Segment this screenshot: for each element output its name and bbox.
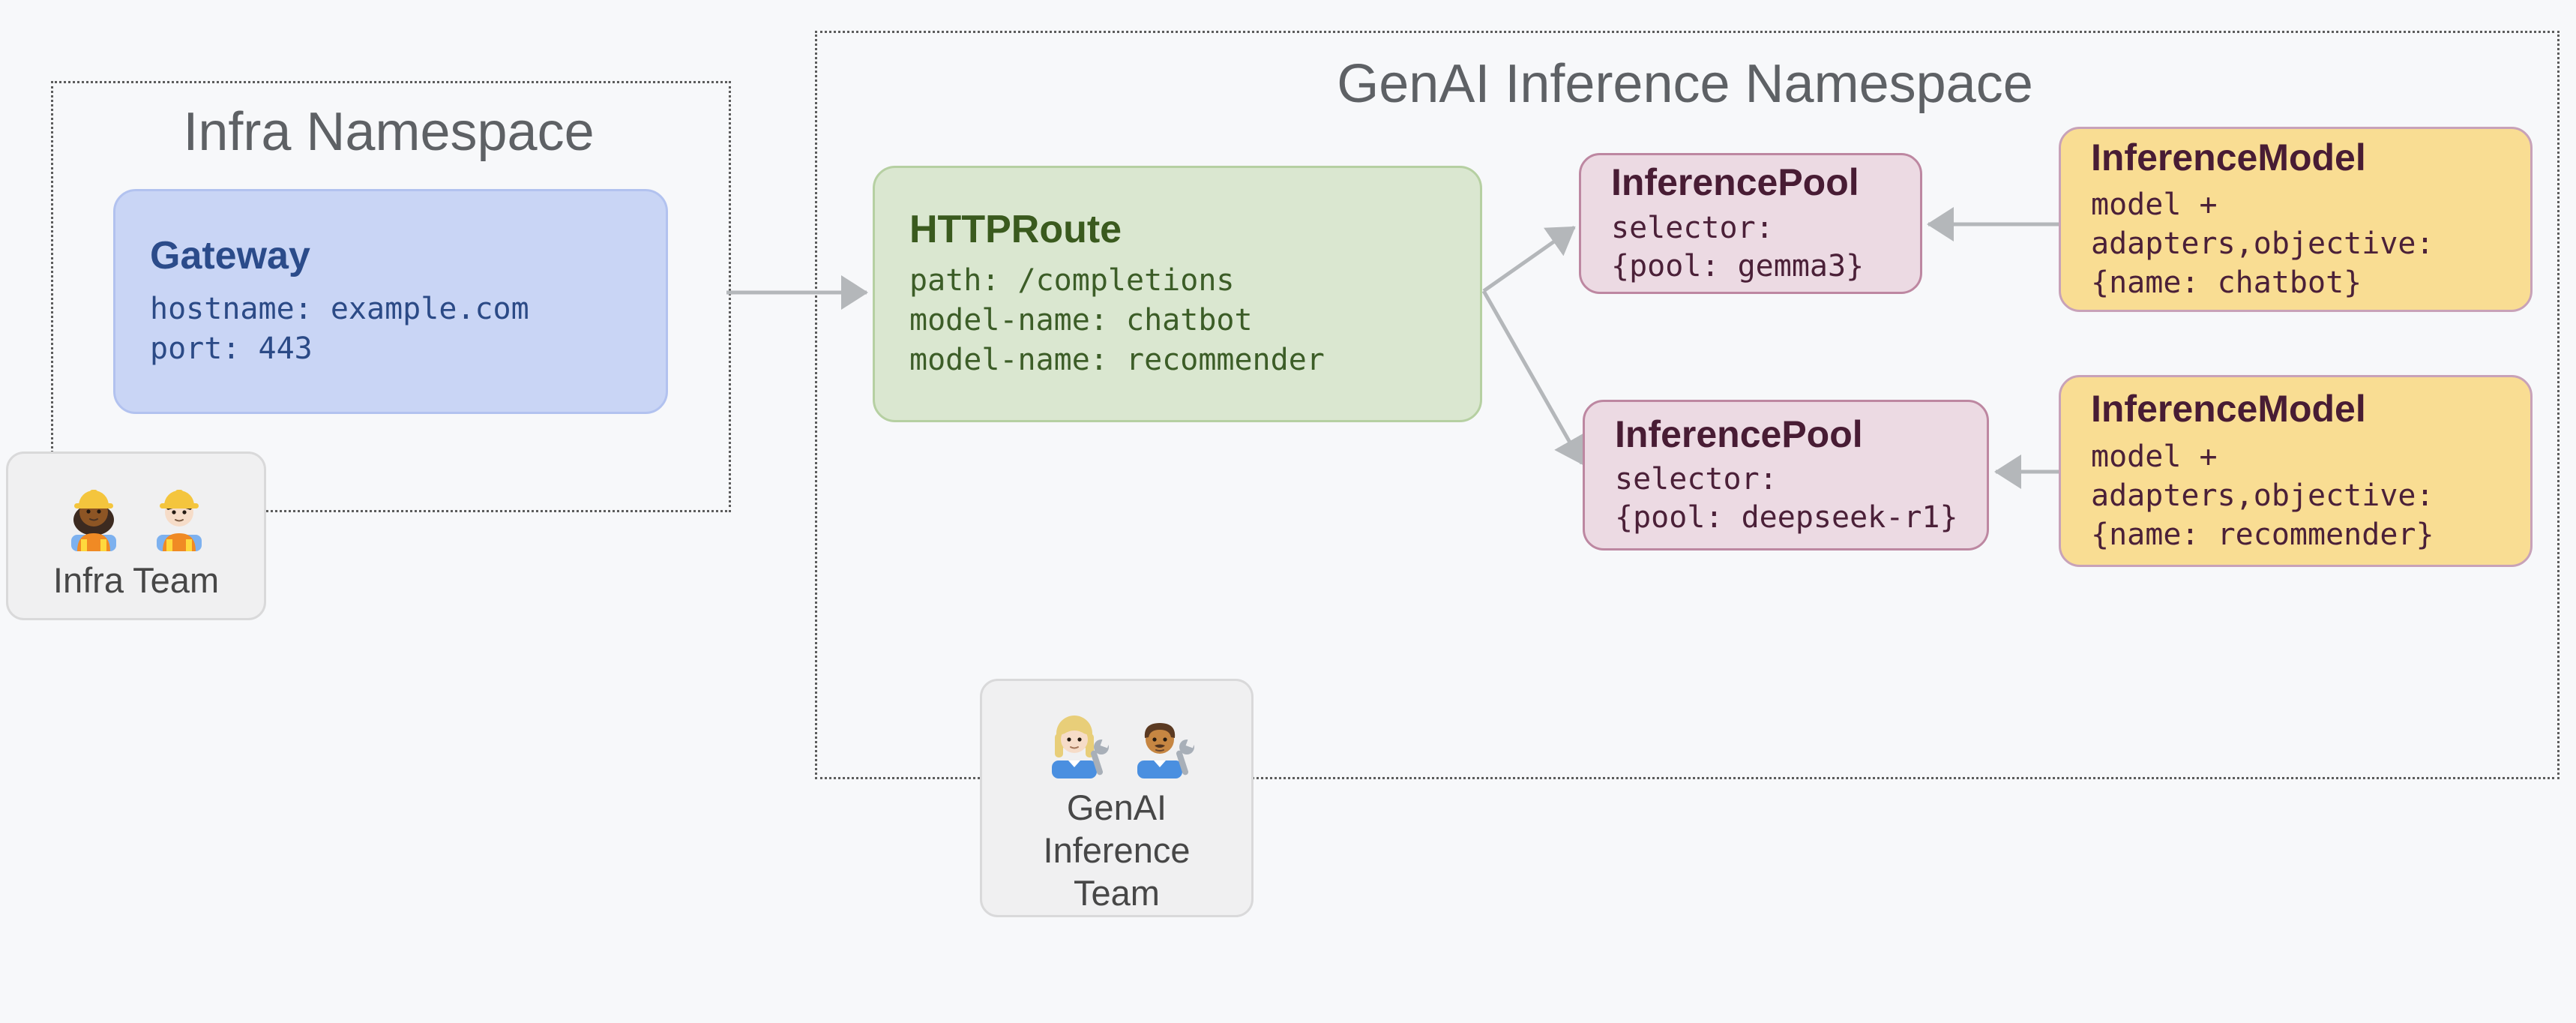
- model-line-3: {name: chatbot}: [2091, 266, 2362, 301]
- genai-team-label-line2: Inference: [1043, 830, 1191, 870]
- infra-team-label: Infra Team: [52, 560, 220, 600]
- arrow-httproute-to-pool-gemma3: [1482, 225, 1576, 293]
- model-line-1: model +: [2091, 188, 2218, 223]
- model-line-3: {name: recommender}: [2091, 517, 2434, 552]
- genai-team-label-line1: GenAI: [1066, 788, 1167, 827]
- httproute-path: path: /completions: [909, 263, 1235, 298]
- gateway-hostname: hostname: example.com: [150, 291, 529, 326]
- inference-model-title: InferenceModel: [2091, 136, 2366, 178]
- httproute-title: HTTPRoute: [909, 207, 1122, 251]
- genai-namespace-box: [815, 31, 2560, 779]
- gateway-node: Gateway hostname: example.com port: 443: [113, 189, 668, 414]
- genai-team-card: GenAI Inference Team: [980, 679, 1254, 917]
- httproute-node: HTTPRoute path: /completions model-name:…: [873, 166, 1482, 422]
- man-mechanic-icon: [1137, 723, 1195, 778]
- infra-namespace-box: [51, 81, 731, 512]
- inference-pool-deepseek-node: InferencePool selector: {pool: deepseek-…: [1583, 400, 1989, 550]
- inference-pool-title: InferencePool: [1611, 161, 1859, 204]
- infra-namespace-title: Infra Namespace: [183, 102, 595, 162]
- pool-selector-value: {pool: deepseek-r1}: [1615, 500, 1958, 536]
- httproute-model-chatbot: model-name: chatbot: [909, 303, 1253, 338]
- infra-team-card: Infra Team: [6, 452, 266, 620]
- wrench-icon: [1176, 738, 1195, 776]
- man-construction-worker-icon: [156, 490, 202, 551]
- httproute-model-recommender: model-name: recommender: [909, 343, 1325, 378]
- gateway-title: Gateway: [150, 234, 310, 278]
- model-line-2: adapters,objective:: [2091, 478, 2434, 513]
- genai-team-label-line3: Team: [1074, 873, 1160, 913]
- pool-selector-label: selector:: [1615, 462, 1778, 497]
- woman-mechanic-icon: [1051, 716, 1110, 778]
- wrench-icon: [1090, 738, 1110, 776]
- inference-pool-gemma3-node: InferencePool selector: {pool: gemma3}: [1579, 153, 1922, 294]
- pool-selector-value: {pool: gemma3}: [1611, 248, 1865, 284]
- genai-namespace-title: GenAI Inference Namespace: [1337, 54, 2033, 114]
- model-line-1: model +: [2091, 439, 2218, 474]
- inference-model-recommender-node: InferenceModel model + adapters,objectiv…: [2059, 375, 2533, 567]
- inference-model-title: InferenceModel: [2091, 388, 2366, 430]
- inference-pool-title: InferencePool: [1615, 412, 1863, 455]
- gateway-port: port: 443: [150, 331, 313, 366]
- pool-selector-label: selector:: [1611, 210, 1774, 245]
- arrow-httproute-to-pool-deepseek: [1481, 290, 1585, 465]
- inference-model-chatbot-node: InferenceModel model + adapters,objectiv…: [2059, 127, 2533, 312]
- woman-construction-worker-icon: [70, 490, 116, 551]
- model-line-2: adapters,objective:: [2091, 226, 2434, 262]
